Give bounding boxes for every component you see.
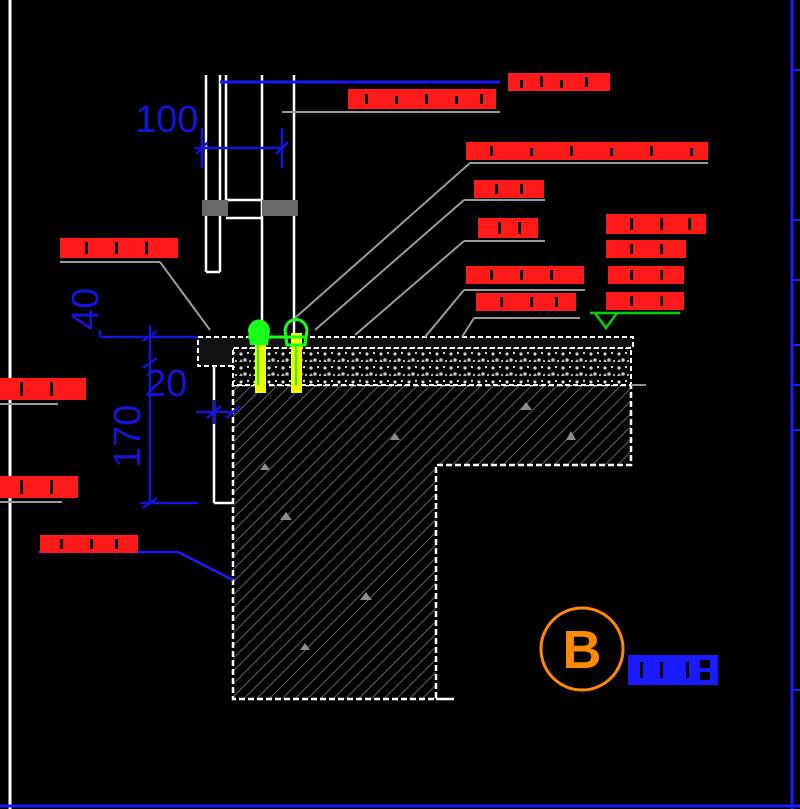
annotation-left-2: [0, 378, 86, 400]
annotation-layer-1: [474, 180, 544, 198]
annotation-right-3: [608, 266, 684, 284]
dimension-170: [140, 370, 198, 510]
annotation-layer-3: [466, 266, 584, 284]
level-symbol: [590, 311, 680, 331]
annotation-labels: [0, 73, 708, 553]
annotation-right-2: [606, 240, 686, 258]
annotation-anchor-desc: [466, 142, 708, 160]
dimension-20: [142, 345, 158, 370]
annotation-top-right-1: [508, 73, 610, 91]
dimension-100-label: 100: [135, 99, 198, 141]
dimension-170-label: 170: [107, 405, 149, 468]
annotation-left-1: [60, 238, 178, 258]
edge-return: [212, 366, 233, 505]
dimension-40: [98, 325, 198, 345]
annotation-top-right-2: [348, 89, 496, 109]
annotation-texture: [20, 76, 693, 549]
top-slab: [197, 336, 634, 367]
annotation-layer-2: [478, 218, 538, 238]
concrete-leader: [38, 550, 234, 582]
annotation-left-3: [0, 476, 78, 498]
annotation-right-4: [606, 292, 684, 310]
leader-lines: [0, 80, 708, 503]
railing-post: [202, 75, 298, 340]
detail-marker-caption: [628, 655, 718, 685]
dimension-100: [194, 128, 289, 168]
detail-marker-letter: B: [563, 620, 602, 680]
annotation-layer-4: [476, 293, 576, 311]
anchor-bolts: [248, 318, 309, 393]
annotation-left-4: [40, 535, 138, 553]
dimension-20-label: 20: [145, 363, 187, 405]
dimension-edge-offset: [196, 400, 241, 424]
dimension-40-label: 40: [65, 288, 107, 330]
detail-marker: B: [539, 606, 625, 692]
